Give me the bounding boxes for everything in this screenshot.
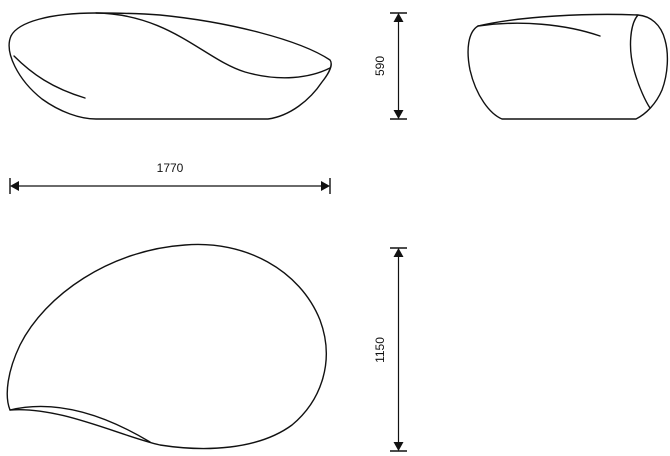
side-view-outline xyxy=(467,13,669,120)
dimension-width: 1150 xyxy=(373,247,407,452)
length-dim-label: 1770 xyxy=(157,161,184,175)
height-dim-arrow-bottom xyxy=(393,110,404,119)
dimension-length: 1770 xyxy=(9,161,331,194)
front-view-armrest-edge xyxy=(13,55,86,99)
top-view-outline xyxy=(6,243,327,450)
width-dim-label: 1150 xyxy=(373,337,387,363)
side-view xyxy=(467,13,669,120)
width-dim-arrow-bottom xyxy=(393,442,404,451)
front-view-outline xyxy=(8,12,332,120)
top-view xyxy=(6,243,327,450)
top-view-seat-edge xyxy=(9,405,151,443)
front-view xyxy=(8,12,332,120)
length-dim-arrow-left xyxy=(10,181,19,191)
side-view-back-edge xyxy=(629,14,651,109)
length-dim-arrow-right xyxy=(321,181,330,191)
front-view-seat-edge xyxy=(95,12,331,79)
height-dim-arrow-top xyxy=(393,13,404,22)
dimension-height: 590 xyxy=(373,12,407,120)
height-dim-label: 590 xyxy=(373,56,387,76)
width-dim-arrow-top xyxy=(393,248,404,257)
side-view-seat-edge xyxy=(477,22,601,37)
